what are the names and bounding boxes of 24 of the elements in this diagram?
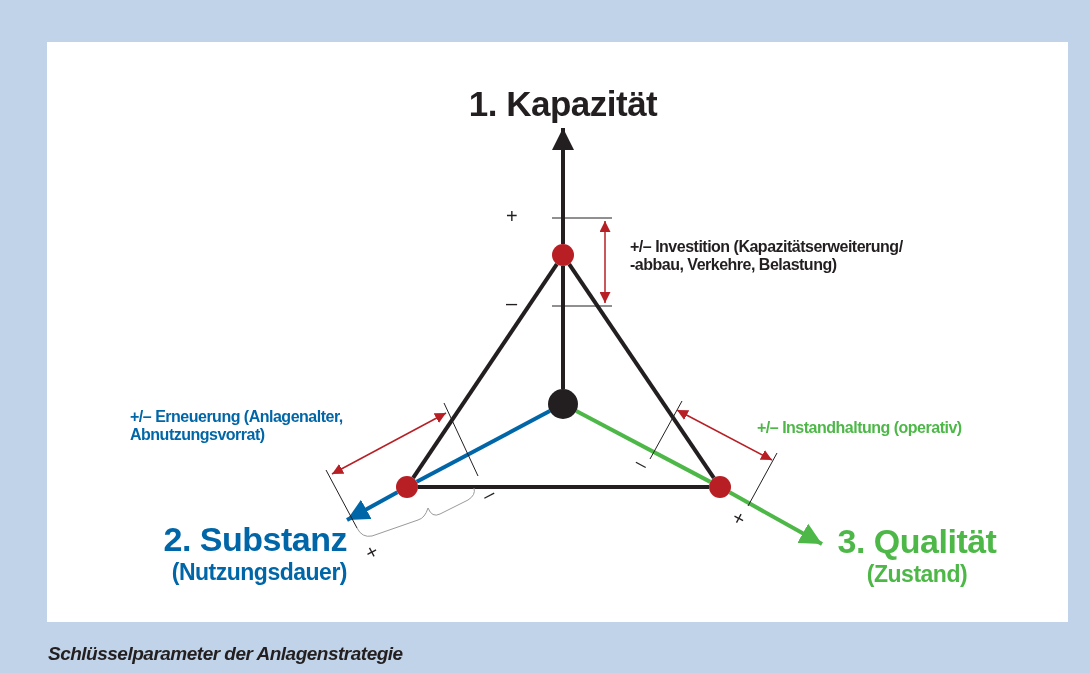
axis-title: 1. Kapazität — [455, 84, 671, 125]
axis-subtitle: (Zustand) — [865, 561, 969, 588]
arrow — [728, 490, 823, 546]
line — [575, 409, 712, 484]
line — [561, 266, 565, 389]
axis-title: 3. Qualität — [836, 522, 998, 562]
line — [411, 263, 559, 479]
axis-subtitle: (Nutzungsdauer) — [170, 559, 347, 586]
sign-label: – — [478, 481, 499, 508]
annotation-text: +/– Instandhaltung (operativ) — [757, 419, 963, 438]
sign-label: + — [728, 505, 749, 532]
arrow — [346, 490, 399, 522]
sign-label: – — [631, 450, 652, 477]
axis-title: 2. Substanz — [162, 520, 347, 560]
sign-label: + — [506, 205, 518, 228]
line — [415, 409, 551, 484]
annotation-text: +/– Erneuerung (Anlagenalter, Abnutzungsvorrat) — [130, 408, 344, 445]
sign-label: – — [506, 292, 517, 315]
sign-label: + — [361, 539, 382, 566]
arrow — [552, 128, 574, 244]
annotation-text: +/– Investition (Kapazitätserweiterung/ -abbau, Verkehre, Belastung) — [630, 238, 904, 275]
line — [418, 485, 709, 489]
caption: Schlüsselparameter der Anlagenstrategie — [48, 643, 403, 665]
line — [567, 263, 716, 479]
